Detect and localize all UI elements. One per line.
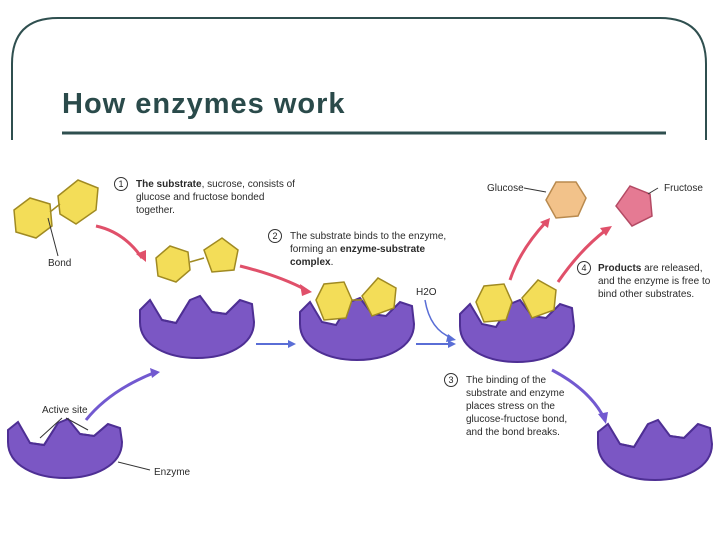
step-2-text: The substrate binds to the enzyme, formi…: [290, 230, 460, 269]
slide-title: How enzymes work: [62, 88, 346, 120]
arrow-sucrose-to-substrate: [95, 224, 146, 262]
step-4-number: 4: [577, 261, 591, 275]
step-1-body: , sucrose, consists of glucose and fruct…: [136, 179, 295, 216]
arrow-to-fructose: [556, 226, 612, 283]
arrow-to-released-enzyme: [551, 368, 608, 424]
arrow-water: [424, 299, 456, 342]
active-site-label: Active site: [42, 405, 88, 416]
arrow-enzyme2-to-3: [416, 340, 456, 348]
step-4-text: Products are released, and the enzyme is…: [598, 262, 718, 301]
glucose-product: [545, 181, 587, 219]
step-2-bold: enzyme-substrate complex: [290, 244, 426, 268]
fructose-label: Fructose: [664, 183, 703, 194]
step-3-number: 3: [444, 373, 458, 387]
enzyme-1: [139, 294, 256, 359]
step-2-body: The substrate binds to the enzyme, formi…: [290, 231, 447, 255]
step-4-body: are released, and the enzyme is free to …: [598, 263, 711, 300]
step-4-bold: Products: [598, 263, 642, 274]
substrate-bound: [315, 277, 397, 321]
glucose-label: Glucose: [487, 183, 524, 194]
enzyme-label: Enzyme: [154, 467, 191, 478]
step-1-bold: The substrate: [136, 179, 202, 190]
step-1-text: The substrate, sucrose, consists of gluc…: [136, 178, 300, 217]
slide-frame: [11, 17, 707, 140]
enzyme-2: [299, 296, 416, 361]
step-2-number: 2: [268, 229, 282, 243]
step-2-end: .: [330, 257, 334, 268]
enzyme-3: [459, 298, 576, 363]
substrate-1: [155, 237, 239, 283]
substrate-sucrose: [13, 179, 99, 239]
fructose-product: [615, 185, 653, 227]
step-3-text: The binding of the substrate and enzyme …: [466, 374, 578, 439]
arrow-active-site-to-enzyme: [84, 368, 160, 421]
water-label: H2O: [416, 287, 437, 298]
enzyme-bottom-left: [7, 417, 124, 479]
enzyme-released: [597, 418, 714, 481]
substrate-stressed: [475, 279, 557, 323]
bond-label: Bond: [48, 258, 72, 269]
step-3-body: The binding of the substrate and enzyme …: [466, 375, 568, 438]
label-leaders: [39, 187, 659, 471]
arrow-enzyme1-to-2: [256, 340, 296, 348]
arrow-to-glucose: [508, 218, 550, 281]
step-1-number: 1: [114, 177, 128, 191]
arrow-substrate-to-complex: [239, 264, 312, 296]
